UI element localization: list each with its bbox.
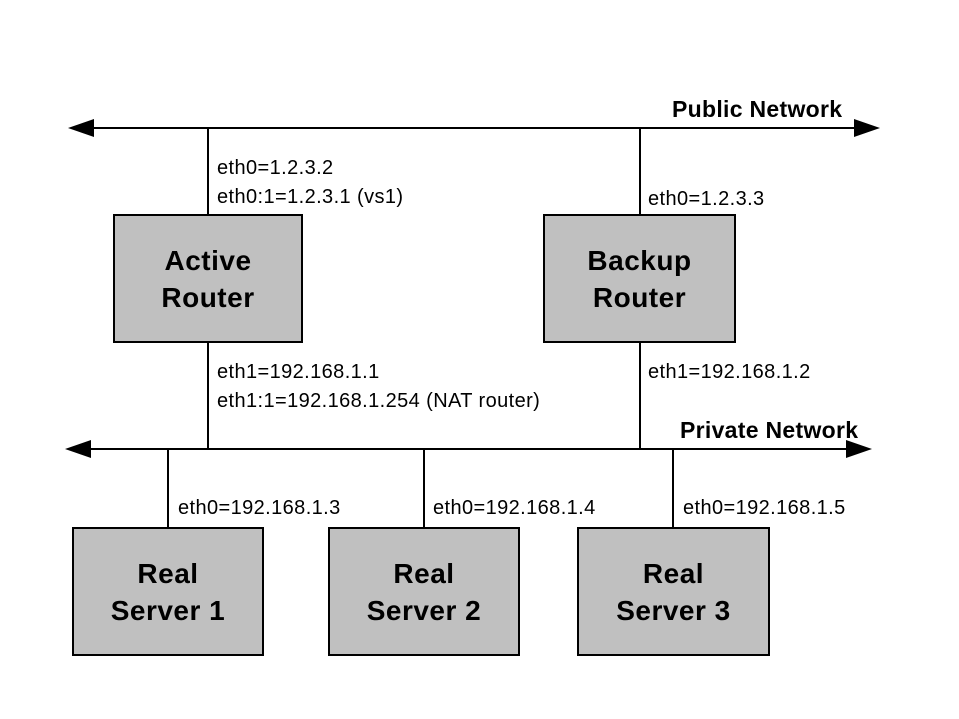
real-server-2-label-line1: Real [393,557,455,589]
public-network-label: Public Network [672,96,843,122]
real-server-3-label-line1: Real [642,557,705,589]
active-router-eth1-label: eth1=192.168.1.1 [217,361,380,383]
active-router-label-line2: Router [161,281,255,313]
real-server-3-eth0-label: eth0=192.168.1.5 [683,497,846,519]
real-server-1-label: Real Server 1 [111,555,226,629]
active-router-label: Active Router [161,242,254,316]
active-router-eth0-1-label: eth0:1=1.2.3.1 (vs1) [217,186,404,208]
real-server-1-box: Real Server 1 [72,527,264,656]
active-router-eth0-label: eth0=1.2.3.2 [217,157,334,179]
real-server-2-label: Real Server 2 [367,555,482,629]
public-arrow-left-icon [68,119,94,137]
backup-router-box: Backup Router [543,214,736,343]
backup-router-label: Backup Router [587,242,691,316]
real-server-1-label-line1: Real [137,557,199,589]
real-server-3-box: Real Server 3 [577,527,770,656]
private-arrow-left-icon [65,440,91,458]
backup-router-eth1-label: eth1=192.168.1.2 [648,361,811,383]
real-server-1-label-line2: Server 1 [110,594,226,626]
real-server-2-eth0-label: eth0=192.168.1.4 [433,497,596,519]
active-router-box: Active Router [113,214,303,343]
real-server-2-label-line2: Server 2 [366,594,482,626]
backup-router-eth0-label: eth0=1.2.3.3 [648,188,765,210]
private-arrow-right-icon [846,440,872,458]
backup-router-label-line2: Router [592,281,687,313]
real-server-2-box: Real Server 2 [328,527,520,656]
public-arrow-right-icon [854,119,880,137]
active-router-eth1-1-label: eth1:1=192.168.1.254 (NAT router) [217,390,541,412]
active-router-label-line1: Active [164,244,252,276]
backup-router-label-line1: Backup [587,244,692,276]
real-server-1-eth0-label: eth0=192.168.1.3 [178,497,341,519]
real-server-3-label-line2: Server 3 [616,594,731,626]
real-server-3-label: Real Server 3 [616,555,731,629]
private-network-label: Private Network [680,417,859,443]
